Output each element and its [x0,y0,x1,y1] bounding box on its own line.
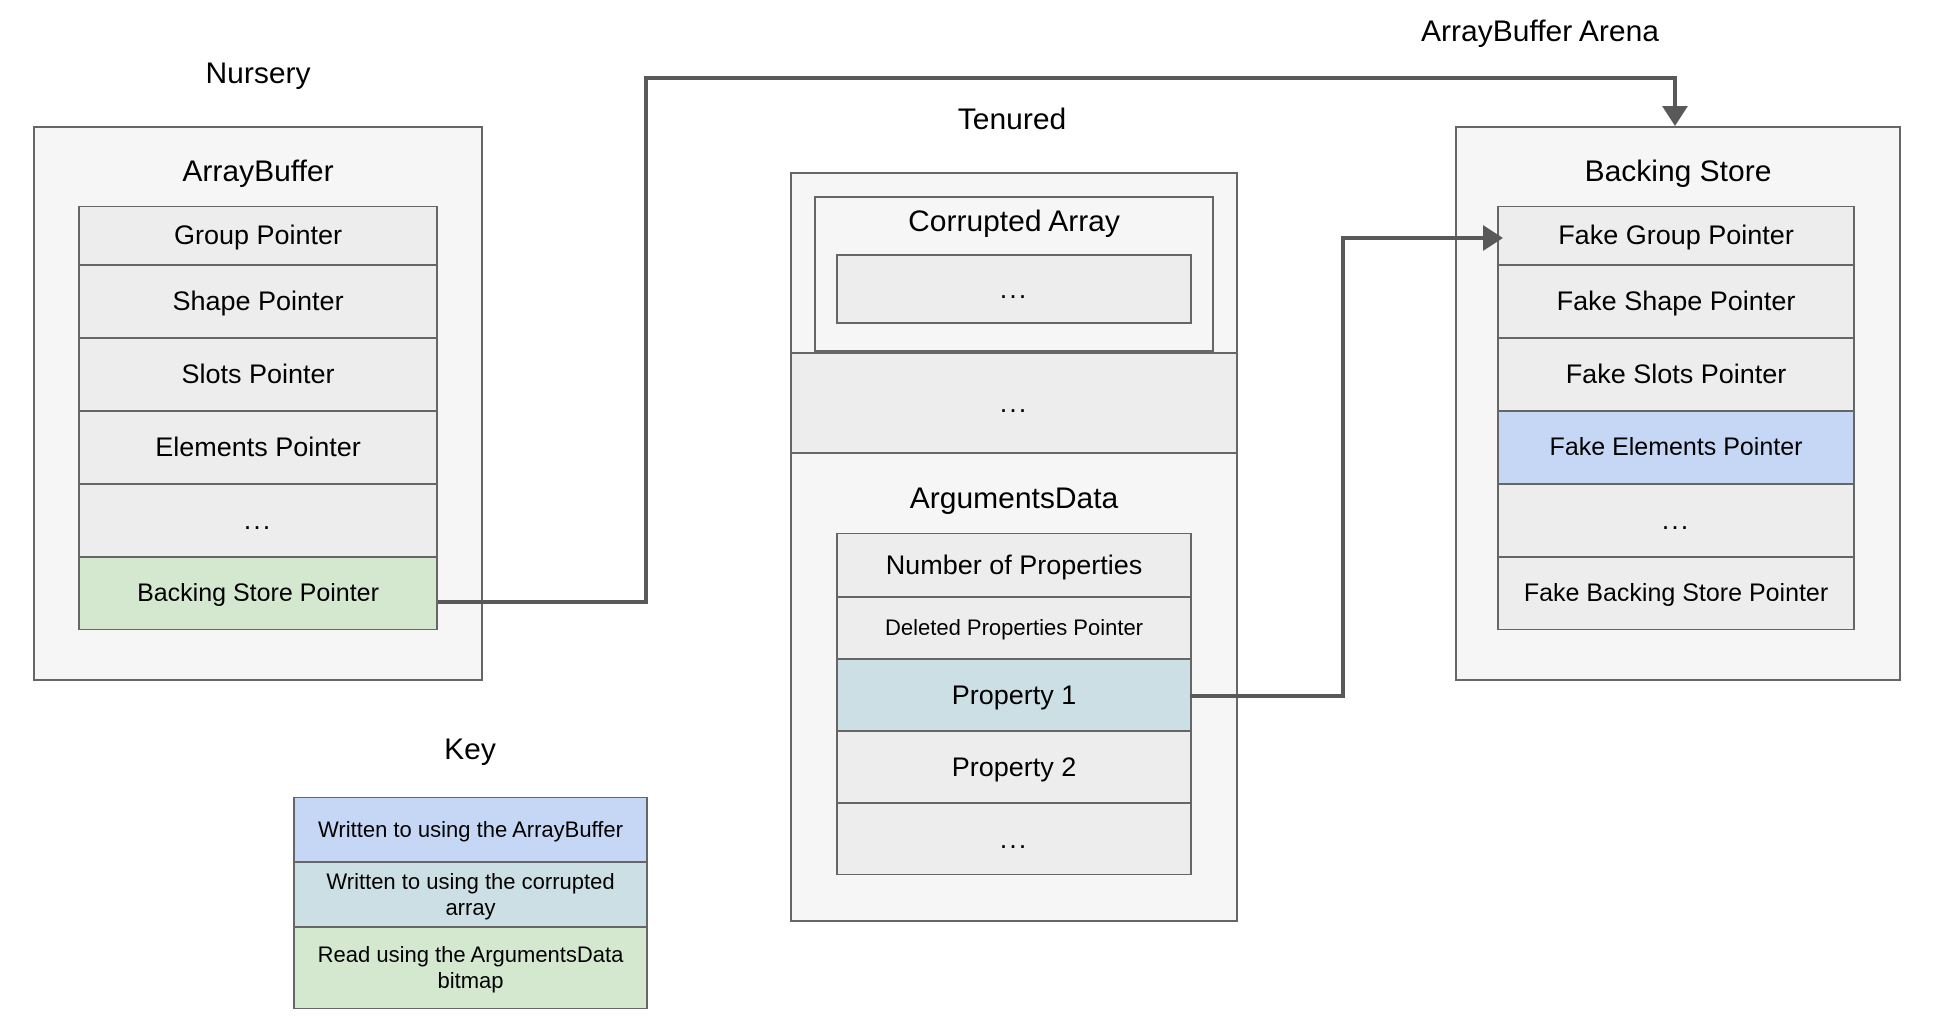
connector-backing-store-arrowhead [1662,106,1688,126]
arraybuffer-field-shape-pointer: Shape Pointer [78,265,438,338]
backing-store-field-fake-shape-pointer: Fake Shape Pointer [1497,265,1855,338]
nursery-region-title: Nursery [205,57,311,90]
backing-store-field-fake-elements-pointer: Fake Elements Pointer [1497,411,1855,484]
arraybuffer-field-ellipsis: ... [78,484,438,557]
key-entry-read-argumentsdata-bitmap: Read using the ArgumentsData bitmap [293,927,648,1009]
connector-property1-segment-h1 [1190,694,1345,698]
arguments-data-field-ellipsis: ... [836,803,1192,875]
tenured-middle-band: ... [790,352,1238,454]
connector-property1-arrowhead [1483,225,1503,251]
corrupted-array-field-ellipsis: ... [836,254,1192,324]
key-entry-written-arraybuffer: Written to using the ArrayBuffer [293,797,648,862]
backing-store-field-fake-group-pointer: Fake Group Pointer [1497,206,1855,265]
backing-store-field-ellipsis: ... [1497,484,1855,557]
connector-property1-segment-v1 [1341,236,1345,696]
key-title: Key [444,733,496,766]
backing-store-field-fake-backing-store-pointer: Fake Backing Store Pointer [1497,557,1855,630]
arraybuffer-field-backing-store-pointer: Backing Store Pointer [78,557,438,630]
connector-property1-segment-h2 [1341,236,1489,240]
tenured-region-title: Tenured [957,103,1067,136]
connector-backing-store-segment-h2 [644,76,1677,80]
arraybuffer-field-slots-pointer: Slots Pointer [78,338,438,411]
key-entry-written-corrupted-array: Written to using the corrupted array [293,862,648,927]
backing-store-field-fake-slots-pointer: Fake Slots Pointer [1497,338,1855,411]
corrupted-array-title: Corrupted Array [908,205,1120,238]
arguments-data-title: ArgumentsData [909,482,1119,515]
backing-store-object-title: Backing Store [1584,155,1772,188]
connector-backing-store-segment-h1 [438,600,648,604]
arguments-data-field-number-of-properties: Number of Properties [836,533,1192,597]
arguments-data-field-deleted-properties-pointer: Deleted Properties Pointer [836,597,1192,659]
connector-backing-store-segment-v2 [1673,76,1677,108]
connector-backing-store-segment-v1 [644,76,648,604]
arraybuffer-object-title: ArrayBuffer [182,155,334,188]
arena-region-title: ArrayBuffer Arena [1421,15,1659,48]
arguments-data-field-property-2: Property 2 [836,731,1192,803]
arraybuffer-field-group-pointer: Group Pointer [78,206,438,265]
arraybuffer-field-elements-pointer: Elements Pointer [78,411,438,484]
arguments-data-field-property-1: Property 1 [836,659,1192,731]
